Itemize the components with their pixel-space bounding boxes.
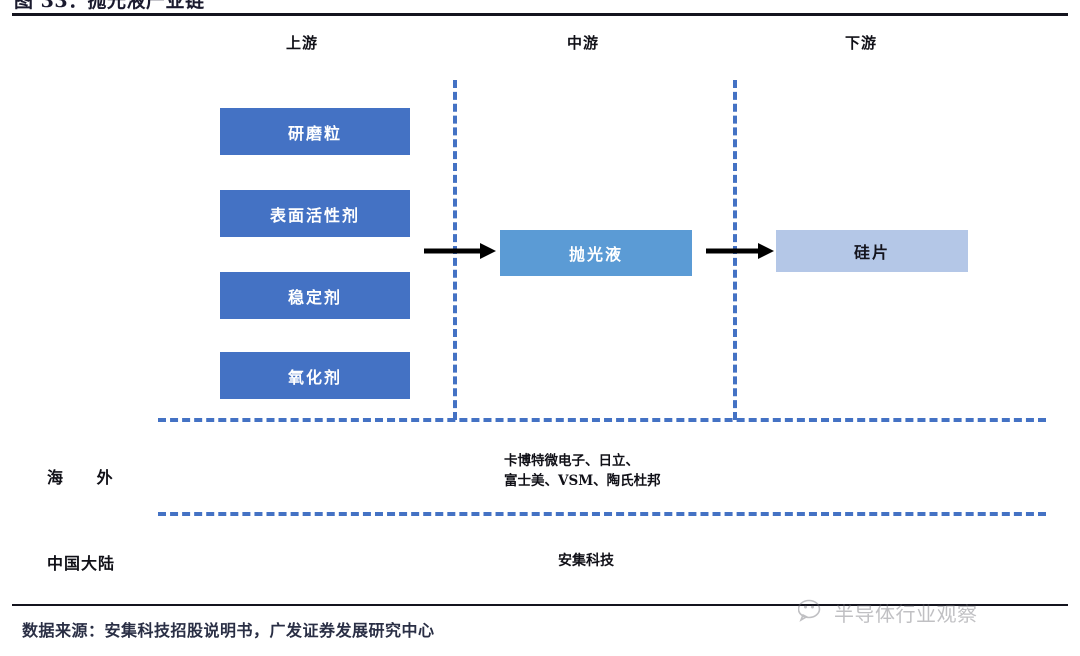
stage-header-downstream: 下游: [845, 34, 878, 52]
source-note: 数据来源：安集科技招股说明书，广发证券发展研究中心: [22, 621, 435, 640]
node-oxidizer[interactable]: 氧化剂: [220, 352, 410, 399]
region-players-overseas: 卡博特微电子、日立、 富士美、VSM、陶氏杜邦: [504, 452, 661, 491]
watermark-text: 半导体行业观察: [834, 602, 978, 626]
watermark: 半导体行业观察: [797, 598, 978, 627]
figure-title: 图 33：抛光液产业链: [14, 0, 205, 12]
node-stabilizer[interactable]: 稳定剂: [220, 272, 410, 319]
region-label-china: 中国大陆: [47, 554, 116, 573]
node-surfactant[interactable]: 表面活性剂: [220, 190, 410, 237]
node-abrasive-particles[interactable]: 研磨粒: [220, 108, 410, 155]
region-label-overseas: 海 外: [47, 468, 127, 487]
region-players-china: 安集科技: [558, 553, 614, 569]
stage-header-midstream: 中游: [567, 34, 600, 52]
wechat-icon: [797, 599, 828, 627]
top-rule: [12, 13, 1068, 16]
overseas-players-line-2: 富士美、VSM、陶氏杜邦: [504, 472, 661, 489]
bottom-rule: [12, 604, 1068, 606]
overseas-players-line-1: 卡博特微电子、日立、: [504, 453, 639, 469]
arrow-upstream-to-midstream: [424, 241, 496, 261]
divider-chain-overseas: [158, 418, 1046, 422]
node-polishing-slurry[interactable]: 抛光液: [500, 230, 692, 276]
stage-header-upstream: 上游: [286, 34, 319, 52]
divider-overseas-china: [158, 512, 1046, 516]
arrow-midstream-to-downstream: [706, 241, 774, 261]
node-silicon-wafer[interactable]: 硅片: [776, 230, 968, 272]
